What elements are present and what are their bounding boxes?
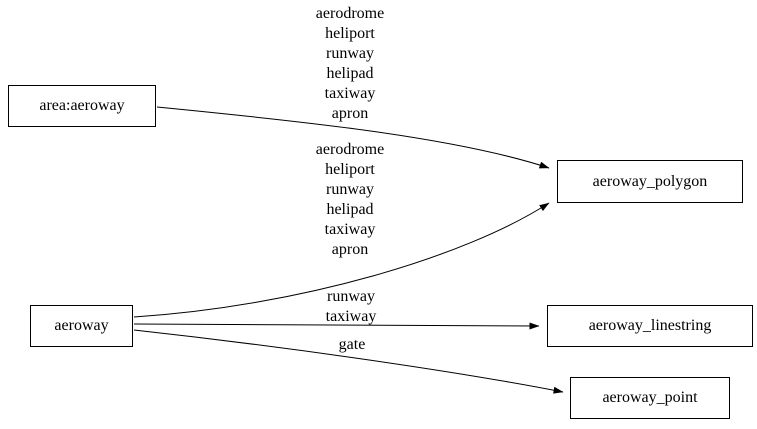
node-area-aeroway: area:aeroway	[8, 85, 156, 127]
edge-aeroway-to-linestring	[133, 322, 540, 330]
edge-label-aeroway-to-linestring: runway taxiway	[325, 288, 377, 325]
node-aeroway-point: aeroway_point	[570, 377, 730, 419]
edge-label-aeroway-to-point: gate	[338, 336, 366, 353]
edge-label-area-aeroway-to-polygon: aerodrome heliport runway helipad taxiwa…	[315, 5, 385, 122]
edge-aeroway-to-point	[133, 329, 564, 394]
node-aeroway-linestring: aeroway_linestring	[547, 305, 753, 347]
edge-label-aeroway-to-polygon: aerodrome heliport runway helipad taxiwa…	[315, 141, 385, 258]
edge-area-aeroway-to-polygon	[156, 106, 550, 169]
node-aeroway: aeroway	[30, 305, 133, 347]
node-aeroway-polygon: aeroway_polygon	[557, 160, 743, 203]
edge-aeroway-to-polygon	[133, 202, 550, 318]
